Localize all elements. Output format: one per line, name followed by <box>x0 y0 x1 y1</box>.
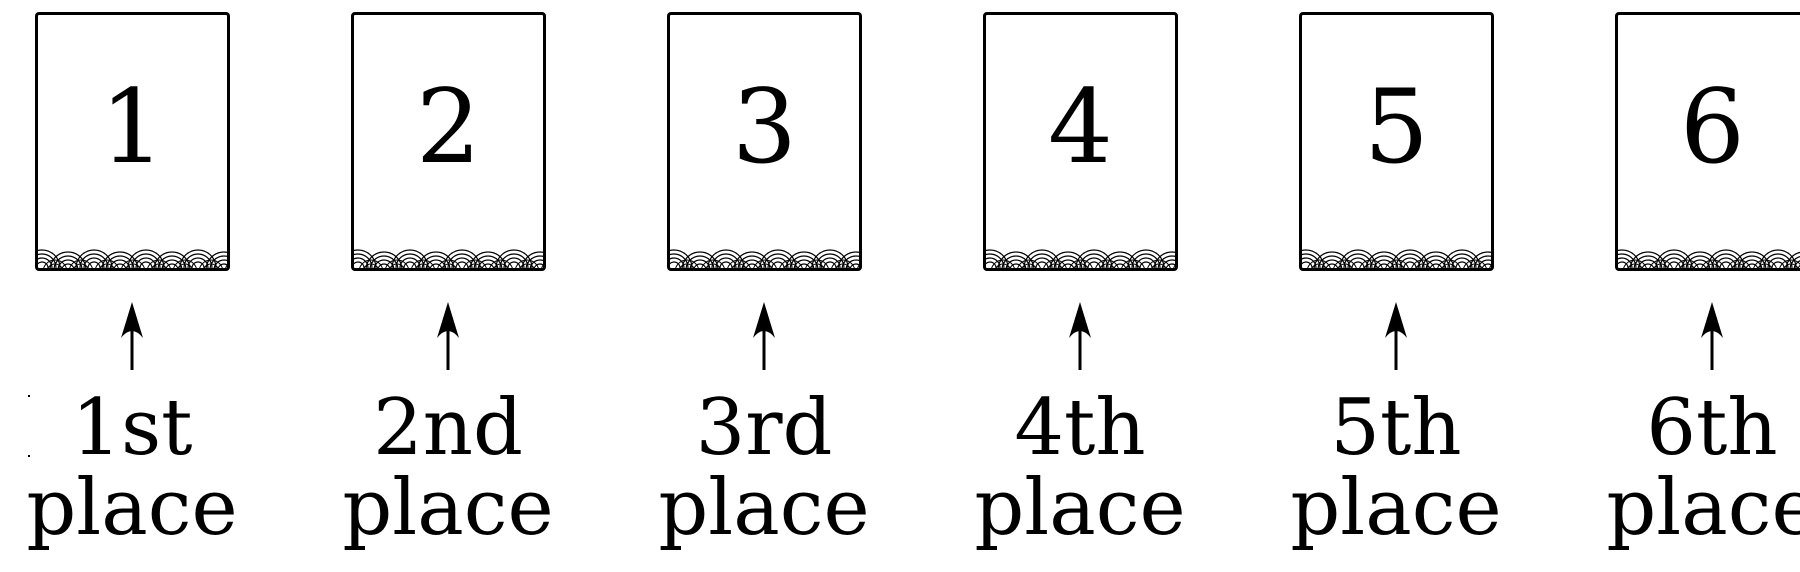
card-5: 5 <box>1299 12 1494 271</box>
column-5: 5 5th place <box>1264 0 1564 572</box>
card-number: 3 <box>732 68 797 187</box>
card-back-pattern <box>986 249 1175 268</box>
place-word: place <box>26 463 238 553</box>
place-label-3: 3rd place <box>632 388 896 548</box>
card-back-pattern <box>1618 249 1800 268</box>
column-6: 6 6th place <box>1580 0 1800 572</box>
column-4: 4 4th place <box>948 0 1248 572</box>
place-label-2: 2nd place <box>316 388 580 548</box>
place-ordinal: 3rd <box>695 383 833 473</box>
up-arrow-icon <box>1069 302 1091 370</box>
stray-mark <box>28 395 30 397</box>
up-arrow-icon <box>1385 302 1407 370</box>
place-ordinal: 6th <box>1646 383 1778 473</box>
place-label-5: 5th place <box>1264 388 1528 548</box>
up-arrow-icon <box>753 302 775 370</box>
place-ordinal: 1st <box>71 383 193 473</box>
card-back-pattern <box>354 249 543 268</box>
place-label-1: 1st place <box>0 388 264 548</box>
place-word: place <box>974 463 1186 553</box>
card-number: 4 <box>1048 68 1113 187</box>
card-number: 2 <box>416 68 481 187</box>
place-ordinal: 4th <box>1014 383 1146 473</box>
column-3: 3 3rd place <box>632 0 932 572</box>
place-label-6: 6th place <box>1580 388 1800 548</box>
place-ordinal: 5th <box>1330 383 1462 473</box>
card-back-pattern <box>670 249 859 268</box>
place-ordinal: 2nd <box>373 383 523 473</box>
stray-mark <box>28 455 30 457</box>
card-6: 6 <box>1615 12 1800 271</box>
column-2: 2 2nd place <box>316 0 616 572</box>
card-4: 4 <box>983 12 1178 271</box>
card-2: 2 <box>351 12 546 271</box>
column-1: 1 1st place <box>0 0 300 572</box>
place-word: place <box>658 463 870 553</box>
card-back-pattern <box>1302 249 1491 268</box>
up-arrow-icon <box>121 302 143 370</box>
card-back-pattern <box>38 249 227 268</box>
up-arrow-icon <box>437 302 459 370</box>
place-word: place <box>1290 463 1502 553</box>
place-word: place <box>342 463 554 553</box>
card-number: 6 <box>1680 68 1745 187</box>
card-1: 1 <box>35 12 230 271</box>
up-arrow-icon <box>1701 302 1723 370</box>
card-3: 3 <box>667 12 862 271</box>
place-label-4: 4th place <box>948 388 1212 548</box>
card-number: 1 <box>100 68 165 187</box>
place-word: place <box>1606 463 1800 553</box>
card-number: 5 <box>1364 68 1429 187</box>
